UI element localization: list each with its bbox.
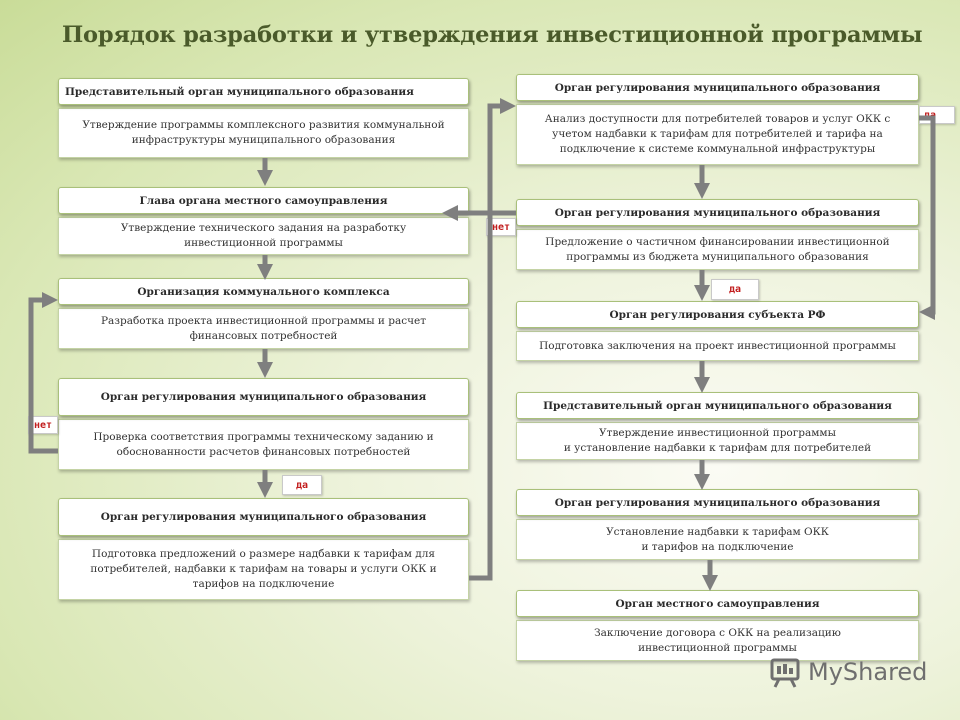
step-body: Проверка соответствия программы техничес… [58, 419, 469, 470]
watermark-text: MyShared [808, 658, 928, 686]
step-header: Орган регулирования муниципального образ… [516, 74, 919, 101]
watermark-logo: MyShared [768, 655, 927, 689]
left-step-1: Представительный орган муниципального об… [58, 78, 469, 158]
step-header: Орган регулирования муниципального образ… [516, 489, 919, 516]
step-header: Орган регулирования муниципального образ… [58, 378, 469, 416]
right-step-4: Представительный орган муниципального об… [516, 392, 919, 460]
left-step-2: Глава органа местного самоуправления Утв… [58, 187, 469, 255]
yes-label-right-mid: да [711, 279, 759, 300]
step-header: Орган регулирования муниципального образ… [58, 498, 469, 536]
step-body: Анализ доступности для потребителей това… [516, 104, 919, 165]
yes-label-left: да [282, 475, 322, 495]
right-step-3: Орган регулирования субъекта РФ Подготов… [516, 301, 919, 361]
left-step-3: Организация коммунального комплекса Разр… [58, 278, 469, 349]
yes-label-right-top: да [919, 106, 955, 124]
step-body: Подготовка заключения на проект инвестиц… [516, 331, 919, 361]
step-header: Представительный орган муниципального об… [58, 78, 469, 105]
step-body: Утверждение технического задания на разр… [58, 217, 469, 255]
right-step-5: Орган регулирования муниципального образ… [516, 489, 919, 560]
step-header: Орган регулирования муниципального образ… [516, 199, 919, 226]
right-step-1: Орган регулирования муниципального образ… [516, 74, 919, 165]
step-body: Подготовка предложений о размере надбавк… [58, 539, 469, 600]
step-body: Утверждение программы комплексного разви… [58, 108, 469, 158]
step-body: Утверждение инвестиционной программы и у… [516, 422, 919, 460]
step-body: Предложение о частичном финансировании и… [516, 229, 919, 270]
step-body: Разработка проекта инвестиционной програ… [58, 308, 469, 349]
slide-title: Порядок разработки и утверждения инвести… [62, 22, 923, 48]
arrow-yes-bypass [918, 115, 936, 321]
arrow-to-right-column [469, 97, 517, 581]
step-header: Представительный орган муниципального об… [516, 392, 919, 419]
step-header: Глава органа местного самоуправления [58, 187, 469, 214]
left-step-5: Орган регулирования муниципального образ… [58, 498, 469, 600]
step-header: Орган местного самоуправления [516, 590, 919, 617]
no-label-right: нет [486, 218, 516, 236]
right-step-6: Орган местного самоуправления Заключение… [516, 590, 919, 661]
no-label-left: нет [28, 416, 58, 434]
step-body: Заключение договора с ОКК на реализацию … [516, 620, 919, 661]
step-header: Организация коммунального комплекса [58, 278, 469, 305]
left-step-4: Орган регулирования муниципального образ… [58, 378, 469, 470]
presentation-board-icon [770, 658, 800, 688]
step-header: Орган регулирования субъекта РФ [516, 301, 919, 328]
step-body: Установление надбавки к тарифам ОКК и та… [516, 519, 919, 560]
right-step-2: Орган регулирования муниципального образ… [516, 199, 919, 270]
